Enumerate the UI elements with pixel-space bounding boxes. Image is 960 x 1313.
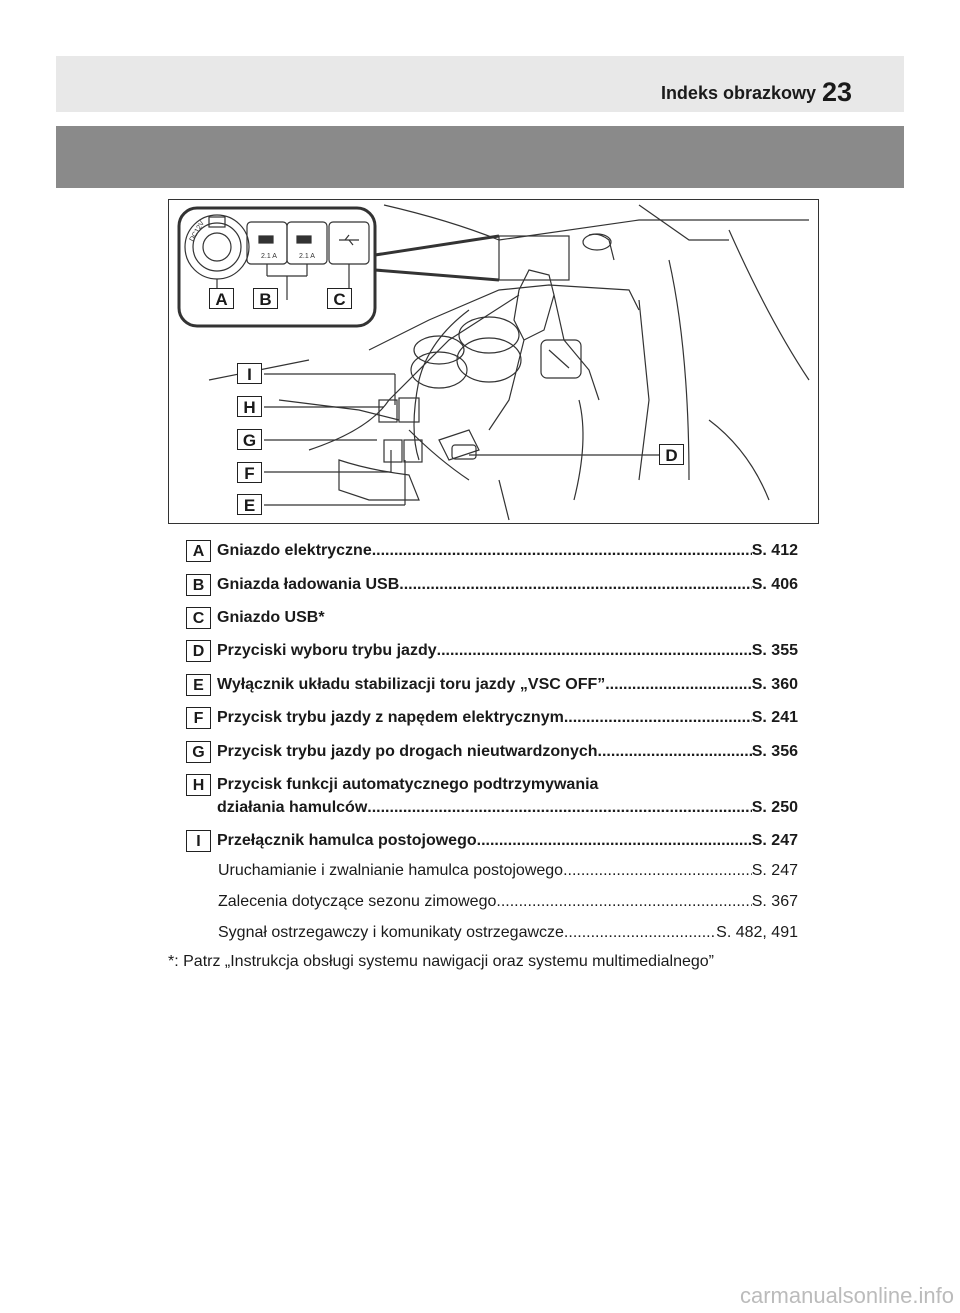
index-entry-d[interactable]: D Przyciski wyboru trybu jazdy S. 355	[186, 640, 798, 664]
subentry[interactable]: Zalecenia dotyczące sezonu zimowego S. 36…	[218, 893, 798, 911]
callout-h: H	[237, 396, 262, 417]
entry-text: Przełącznik hamulca postojowego	[217, 832, 477, 849]
callout-a: A	[209, 288, 234, 309]
entry-text: działania hamulców	[217, 799, 368, 816]
entry-page[interactable]: S. 356	[751, 743, 798, 760]
entry-key: D	[186, 640, 211, 662]
callout-b: B	[253, 288, 278, 309]
entry-text: Gniazda ładowania USB	[217, 576, 400, 593]
entry-text: Wyłącznik układu stabilizacji toru jazdy…	[217, 676, 606, 693]
header-band	[56, 56, 904, 112]
callout-c: C	[327, 288, 352, 309]
entry-key: B	[186, 574, 211, 596]
entry-key: F	[186, 707, 211, 729]
entry-key: E	[186, 674, 211, 696]
index-entry-g[interactable]: G Przycisk trybu jazdy po drogach nieutw…	[186, 741, 798, 765]
entry-page[interactable]: S. 412	[751, 542, 798, 559]
entry-page[interactable]: S. 406	[751, 576, 798, 593]
index-entry-i[interactable]: I Przełącznik hamulca postojowego S. 247	[186, 830, 798, 854]
entry-text-line1: Przycisk funkcji automatycznego podtrzym…	[217, 776, 599, 793]
entry-text: Przycisk trybu jazdy po drogach nieutwar…	[217, 743, 598, 760]
callout-f: F	[237, 462, 262, 483]
page-number: 23	[821, 77, 852, 107]
entry-key: I	[186, 830, 211, 852]
entry-page[interactable]: S. 355	[751, 642, 798, 659]
watermark: carmanualsonline.info	[739, 1283, 954, 1308]
entry-page[interactable]: S. 241	[751, 709, 798, 726]
usb-icon	[339, 234, 359, 246]
entry-page[interactable]: S. 360	[751, 676, 798, 693]
subentry-page[interactable]: S. 367	[751, 893, 798, 910]
entry-key: C	[186, 607, 211, 629]
subentry-page[interactable]: S. 482, 491	[716, 924, 798, 941]
index-entry-c[interactable]: C Gniazdo USB*	[186, 607, 798, 631]
subentry[interactable]: Uruchamianie i zwalnianie hamulca postoj…	[218, 862, 798, 880]
index-entry-h[interactable]: H Przycisk funkcji automatycznego podtrz…	[186, 774, 798, 822]
callout-i: I	[237, 363, 262, 384]
subentry-text: Sygnał ostrzegawczy i komunikaty ostrzeg…	[218, 924, 564, 941]
subentry[interactable]: Sygnał ostrzegawczy i komunikaty ostrzeg…	[218, 924, 798, 942]
index-entry-b[interactable]: B Gniazda ładowania USB S. 406	[186, 574, 798, 598]
callout-d: D	[659, 444, 684, 465]
entry-text: Przycisk trybu jazdy z napędem elektrycz…	[217, 709, 564, 726]
entry-text: Gniazdo USB*	[217, 609, 325, 626]
subentry-text: Zalecenia dotyczące sezonu zimowego	[218, 893, 497, 910]
page-section-title: Indeks obrazkowy	[660, 83, 816, 103]
index-entry-f[interactable]: F Przycisk trybu jazdy z napędem elektry…	[186, 707, 798, 731]
entry-page[interactable]: S. 247	[751, 832, 798, 849]
entry-key: A	[186, 540, 211, 562]
entry-key: H	[186, 774, 211, 796]
console-illustration: 2.1 A 2.1 A DC12V A B C D E F G H I	[168, 199, 819, 524]
index-entry-a[interactable]: A Gniazdo elektryczne S. 412	[186, 540, 798, 564]
entry-text: Przyciski wyboru trybu jazdy	[217, 642, 437, 659]
usb-label-1: 2.1 A	[261, 253, 277, 260]
entry-page[interactable]: S. 250	[751, 799, 798, 816]
entry-key: G	[186, 741, 211, 763]
subentry-page[interactable]: S. 247	[751, 862, 798, 879]
entry-text: Gniazdo elektryczne	[217, 542, 372, 559]
callout-e: E	[237, 494, 262, 515]
usb-label-2: 2.1 A	[299, 253, 315, 260]
console-drawing: 2.1 A 2.1 A DC12V	[177, 204, 810, 521]
index-entry-e[interactable]: E Wyłącznik układu stabilizacji toru jaz…	[186, 674, 798, 698]
section-band	[56, 126, 904, 188]
callout-g: G	[237, 429, 262, 450]
socket-text: DC12V	[189, 220, 207, 243]
subentry-text: Uruchamianie i zwalnianie hamulca postoj…	[218, 862, 564, 879]
footnote: *: Patrz „Instrukcja obsługi systemu naw…	[168, 953, 714, 970]
